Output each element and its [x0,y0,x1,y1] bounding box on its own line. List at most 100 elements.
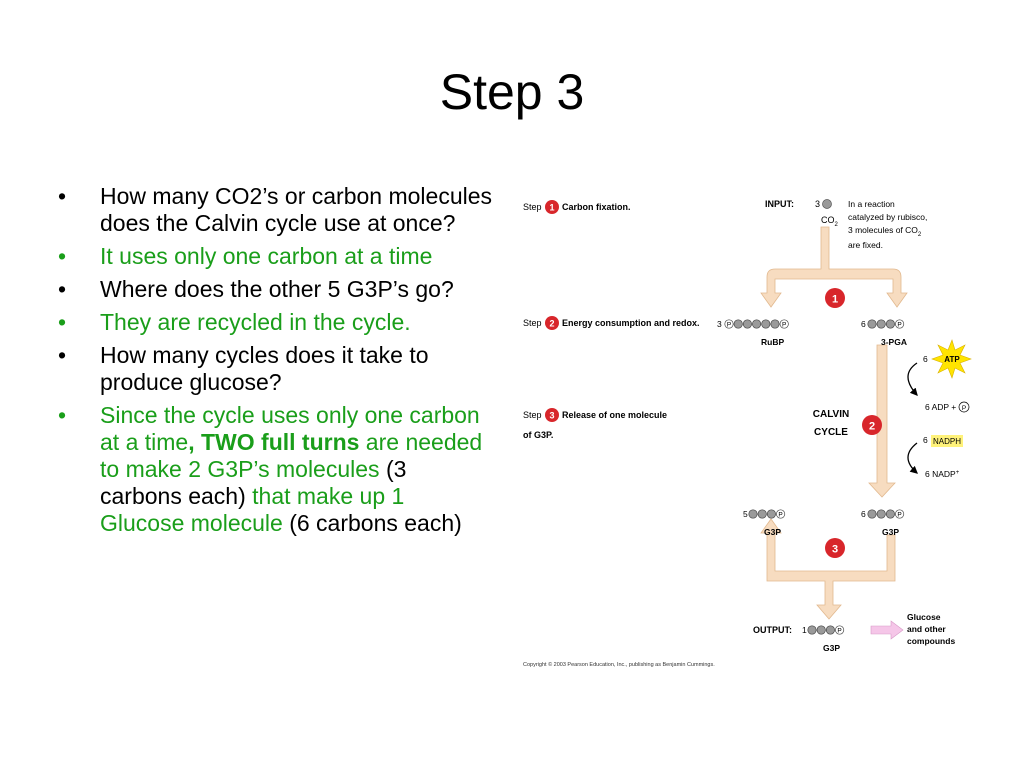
phosphate-bead [895,319,905,329]
adp-phosphate [958,401,970,413]
phosphate-bead [835,625,845,635]
step2-label: Step 2 Energy consumption and redox. [523,316,700,330]
glucose-label-2: and other [907,624,946,634]
nadph-highlight [931,435,963,447]
bullet-marker: • [58,309,67,335]
bullet-marker: • [58,183,67,209]
output-g3p-molecule: P [807,625,845,635]
carbon-bead [766,509,776,519]
phosphate-label: P [782,321,786,328]
nadp-label: 6 NADP+ [925,469,960,479]
g3p-left-molecule: P [748,509,786,519]
svg-text:Carbon fixation.: Carbon fixation. [562,202,631,212]
bullet-marker: • [58,402,67,428]
g3p-right-label: G3P [882,527,899,537]
bullet-marker: • [58,243,67,269]
svg-text:of G3P.: of G3P. [523,430,553,440]
bullet-item: • They are recycled in the cycle. [58,309,493,336]
bullet-text: It uses only one carbon at a time [100,243,433,269]
bullet-text: (3 carbons each) [100,456,407,509]
svg-text:3 molecules of CO2: 3 molecules of CO2 [848,225,922,238]
svg-text:3: 3 [549,411,554,421]
phosphate-label: P [897,321,901,328]
glucose-label-3: compounds [907,636,955,646]
phosphate-bead [779,319,789,329]
atp-curve-arrow [907,362,918,396]
nadph-label: NADPH [933,437,961,446]
cycle-step-1: 1 [825,288,845,308]
bullet-text: How many cycles does it take to produce … [100,342,429,395]
g3p-right-molecule: P [867,509,905,519]
phosphate-label: P [837,627,841,634]
carbon-bead [752,319,762,329]
output-label: OUTPUT: [753,625,792,635]
rubp-label: RuBP [761,337,784,347]
calvin-cycle-diagram: Step 1 Carbon fixation. Step 2 Energy co… [523,199,972,668]
bullet-text: (6 carbons each) [289,510,462,536]
bullet-item: • Since the cycle uses only one carbon at… [58,402,493,537]
phosphate-label: P [897,511,901,518]
carbon-bead [825,625,835,635]
carbon-bead [733,319,743,329]
bullet-item: • How many CO2’s or carbon molecules does… [58,183,493,237]
bullet-text: are needed to make 2 G3P’s molecules [100,429,483,482]
step1-label: Step 1 Carbon fixation. [523,200,631,214]
glucose-label-1: Glucose [907,612,941,622]
bullet-item: •Where does the other 5 G3P’s go? [58,276,493,303]
bullet-item: • How many cycles does it take to produce… [58,342,493,396]
svg-text:2: 2 [869,421,875,433]
cycle-step-2: 2 [862,415,882,435]
svg-text:3: 3 [832,544,838,556]
svg-text:Release of one molecule: Release of one molecule [562,410,667,420]
carbon-bead [770,319,780,329]
adp-label: 6 ADP + [925,402,956,412]
nadph-count: 6 [923,435,928,445]
pga-molecule: P [867,319,905,329]
phosphate-bead [895,509,905,519]
bullet-item: • It uses only one carbon at a time [58,243,493,270]
bullet-text: Since the cycle uses only one carbon at … [100,402,480,455]
cycle-step-3: 3 [825,538,845,558]
atp-label: ATP [944,355,960,364]
reduction-arrow [868,344,896,498]
svg-text:In a reaction: In a reaction [848,199,895,209]
bullet-text: , TWO full turns [188,429,360,455]
carbon-bead [761,319,771,329]
carbon-bead [876,319,886,329]
carbon-bead [748,509,758,519]
output-count: 1 [802,625,807,635]
carbon-bead [867,509,877,519]
nadph-curve-arrow [907,442,918,474]
phosphate-label: P [778,511,782,518]
pga-count: 6 [861,319,866,329]
carbon-bead [807,625,817,635]
pga-label: 3-PGA [881,337,907,347]
output-g3p-label: G3P [823,643,840,653]
slide-title: Step 3 [439,64,585,120]
svg-text:1: 1 [549,203,554,213]
phosphate-label: P [727,321,731,328]
co2-label: CO2 [821,215,839,228]
carbon-bead [876,509,886,519]
svg-text:are fixed.: are fixed. [848,240,883,250]
carbon-bead [885,319,895,329]
bullet-marker: • [58,342,67,368]
copyright: Copyright © 2003 Pearson Education, Inc.… [523,661,715,668]
bullet-text: They are recycled in the cycle. [100,309,411,335]
bullet-text: that make up 1 Glucose molecule [100,483,405,536]
g3p-left-label: G3P [764,527,781,537]
carbon-bead [757,509,767,519]
bullet-list: • How many CO2’s or carbon molecules does… [58,183,493,543]
phosphate-bead [776,509,786,519]
svg-text:2: 2 [549,319,554,329]
carbon-bead [742,319,752,329]
bullet-text: How many CO2’s or carbon molecules does … [100,183,493,236]
output-arrow [870,620,904,640]
g3p-left-count: 5 [743,509,748,519]
svg-text:Energy consumption and redox.: Energy consumption and redox. [562,318,700,328]
rubp-count: 3 [717,319,722,329]
input-label: INPUT: [765,199,794,209]
atp-starburst [931,339,972,379]
svg-text:catalyzed by rubisco,: catalyzed by rubisco, [848,212,927,222]
